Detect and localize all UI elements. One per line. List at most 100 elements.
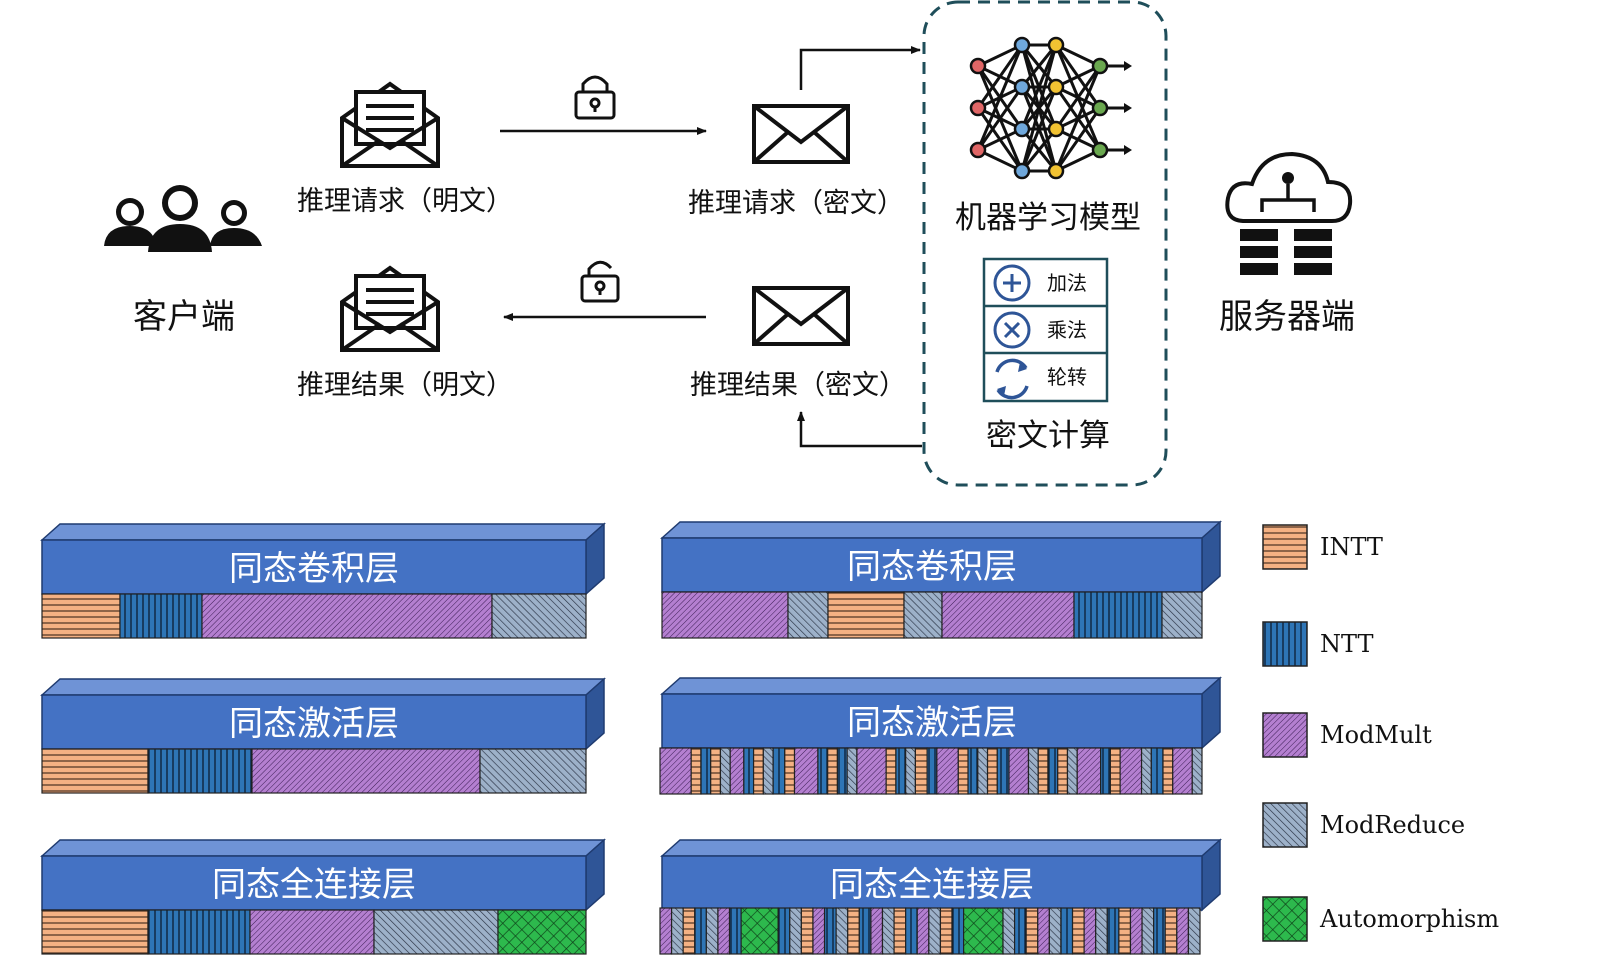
segment-modreduce [1191,747,1203,795]
legend-label: ModMult [1320,721,1432,749]
segment-modreduce [835,907,849,955]
segment-ntt [147,909,251,955]
layer-bar-top [40,839,606,857]
layer-bar [41,694,587,750]
segment-modmult [659,907,673,955]
server-model-box [922,0,1168,487]
segment-modreduce [846,747,858,795]
segment-modreduce [1141,907,1155,955]
segment-modreduce [705,907,719,955]
users-icon [104,185,262,252]
segment-ntt [858,907,872,955]
server-label: 服务器端 [1219,297,1355,337]
segment-modmult [793,747,819,795]
segment-modreduce [373,909,499,955]
segment-intt [986,747,998,795]
segment-automorphism [740,907,779,955]
segment-intt [1164,907,1178,955]
layer-bar-top [660,839,1222,857]
segment-intt [827,591,905,639]
segment-ntt [772,747,786,795]
segment-modmult [729,747,745,795]
segment-modreduce [1048,907,1062,955]
segment-modreduce [479,748,587,794]
segment-ntt [1100,747,1111,795]
envelope-icon [752,286,850,346]
neural-network-icon [969,36,1132,180]
segment-ntt [926,747,938,795]
result-cipher-label: 推理结果（密文） [690,370,906,401]
segment-ntt [694,907,707,955]
layer-label: 同态卷积层 [229,549,399,589]
layer-bar [661,537,1203,593]
segment-ntt [1060,907,1074,955]
segment-modmult [936,747,959,795]
segment-ntt [1153,907,1166,955]
segment-intt [41,748,149,794]
segment-modmult [916,907,930,955]
segment-ntt [1047,747,1059,795]
segment-modreduce [1002,907,1016,955]
layer-bar-top [40,523,606,541]
segment-ntt [951,907,965,955]
segment-intt [893,907,907,955]
segment-modreduce [1066,747,1078,795]
legend-swatch-modreduce [1262,802,1308,848]
segment-ntt [147,748,253,794]
segment-ntt [823,907,837,955]
ops-title: 密文计算 [986,418,1110,454]
segment-intt [710,747,722,795]
segment-modreduce [719,747,731,795]
segment-intt [827,747,839,795]
segment-intt [885,747,897,795]
segment-modmult [1076,747,1102,795]
segment-modreduce [1161,591,1203,639]
times-circle-icon [993,311,1031,349]
segment-modmult [812,907,826,955]
segment-modmult [856,747,887,795]
layer-label: 同态激活层 [229,704,399,744]
segment-modreduce [928,907,942,955]
cloud-server-icon [1225,151,1353,275]
envelope-icon [752,104,850,164]
segment-ntt [119,593,203,639]
segment-ntt [905,907,918,955]
legend-swatch-intt [1262,524,1308,570]
segment-modreduce [762,747,774,795]
segment-ntt [996,747,1010,795]
segment-ntt [1013,907,1027,955]
segment-ntt [700,747,712,795]
segment-intt [939,907,953,955]
open-envelope-icon [340,81,440,168]
segment-modreduce [1027,747,1039,795]
segment-modreduce [670,907,684,955]
layer-label: 同态全连接层 [212,865,416,905]
segment-ntt [817,747,829,795]
segment-intt [1162,747,1174,795]
segment-intt [41,593,121,639]
segment-automorphism [497,909,587,955]
segment-modmult [870,907,884,955]
segment-ntt [895,747,907,795]
segment-intt [1057,747,1069,795]
layer-label: 同态卷积层 [847,547,1017,587]
segment-intt [1071,907,1085,955]
from-server-arrow [797,411,922,448]
legend-label: ModReduce [1320,811,1465,839]
segment-intt [1109,747,1121,795]
layer-bar-top [660,677,1222,695]
segment-intt [1037,747,1049,795]
op-add-label: 加法 [1047,271,1087,295]
segment-ntt [777,907,791,955]
segment-intt [41,909,149,955]
segment-intt [800,907,814,955]
lock-icon [574,75,616,120]
layer-label: 同态激活层 [847,703,1017,743]
legend-label: NTT [1320,630,1373,658]
segment-intt [752,747,764,795]
layer-bar-top [660,521,1222,539]
request-cipher-label: 推理请求（密文） [688,188,904,219]
open-envelope-icon [340,265,440,352]
